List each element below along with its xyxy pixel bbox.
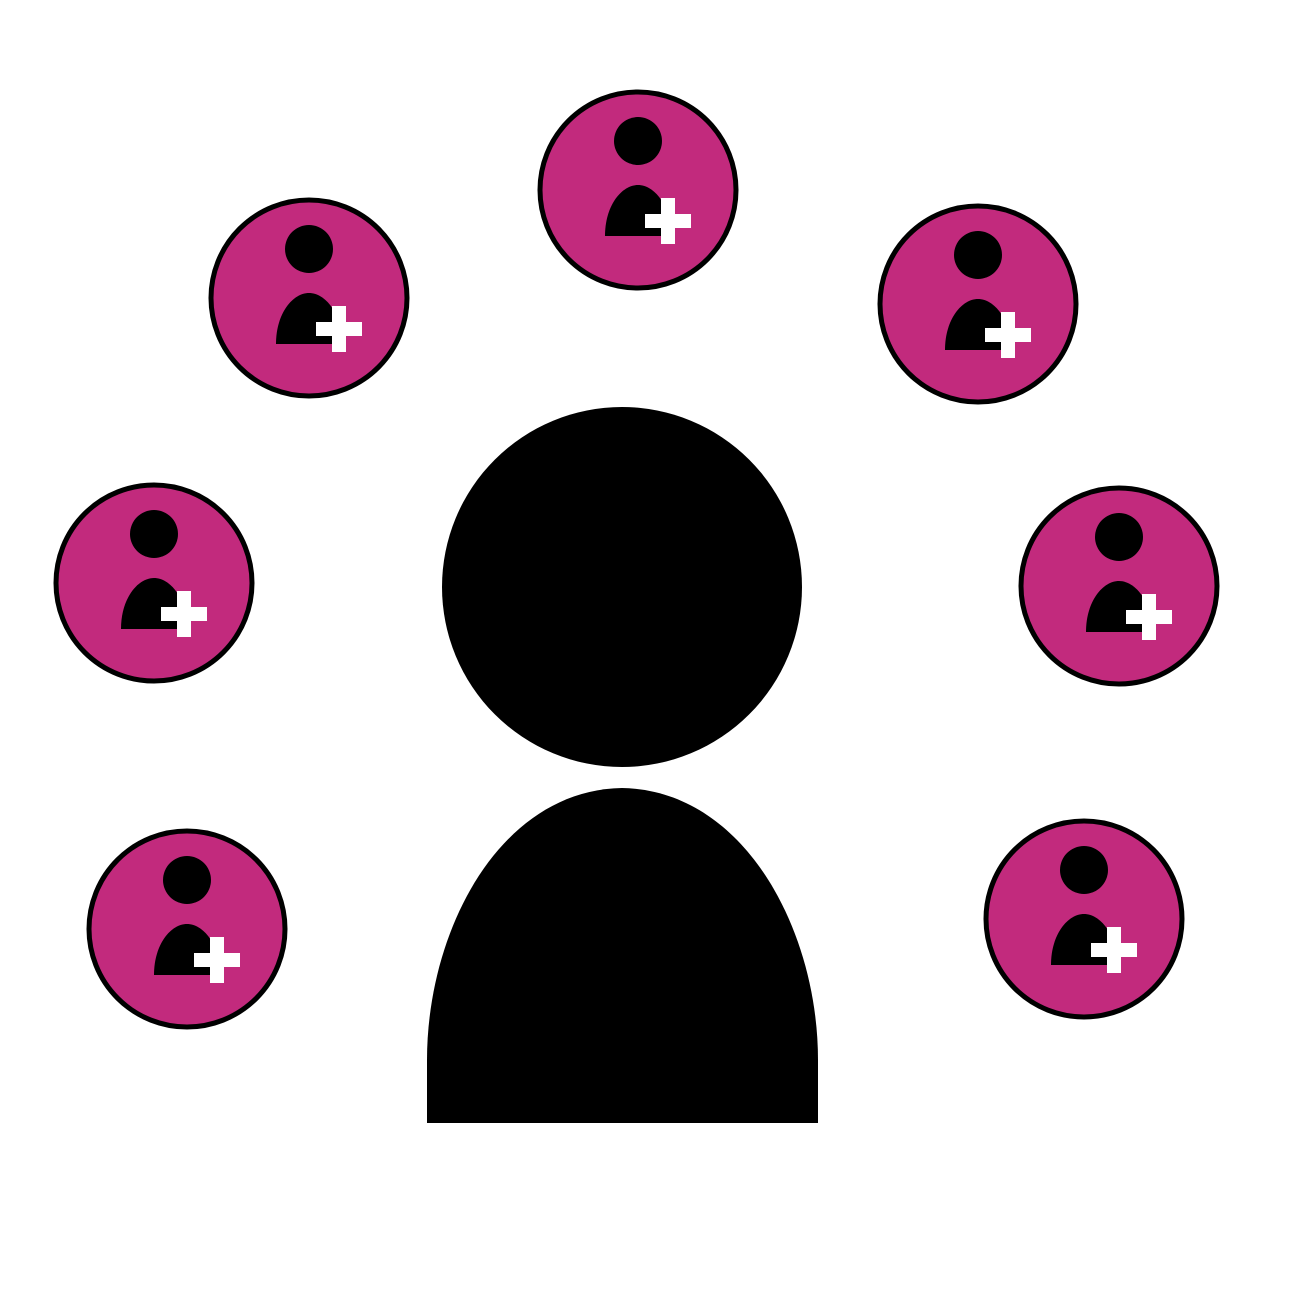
add-user-icon-middle-left — [56, 485, 252, 681]
add-user-icon-lower-left — [89, 831, 285, 1027]
add-user-icon-top — [540, 92, 736, 288]
central-person-icon — [427, 407, 818, 1123]
add-user-icon-upper-left — [211, 200, 407, 396]
add-user-icon-lower-right — [986, 821, 1182, 1017]
add-user-icon-middle-right — [1021, 488, 1217, 684]
central-person-body — [427, 788, 818, 1123]
central-person-head — [442, 407, 802, 767]
add-user-icon-upper-right — [880, 206, 1076, 402]
